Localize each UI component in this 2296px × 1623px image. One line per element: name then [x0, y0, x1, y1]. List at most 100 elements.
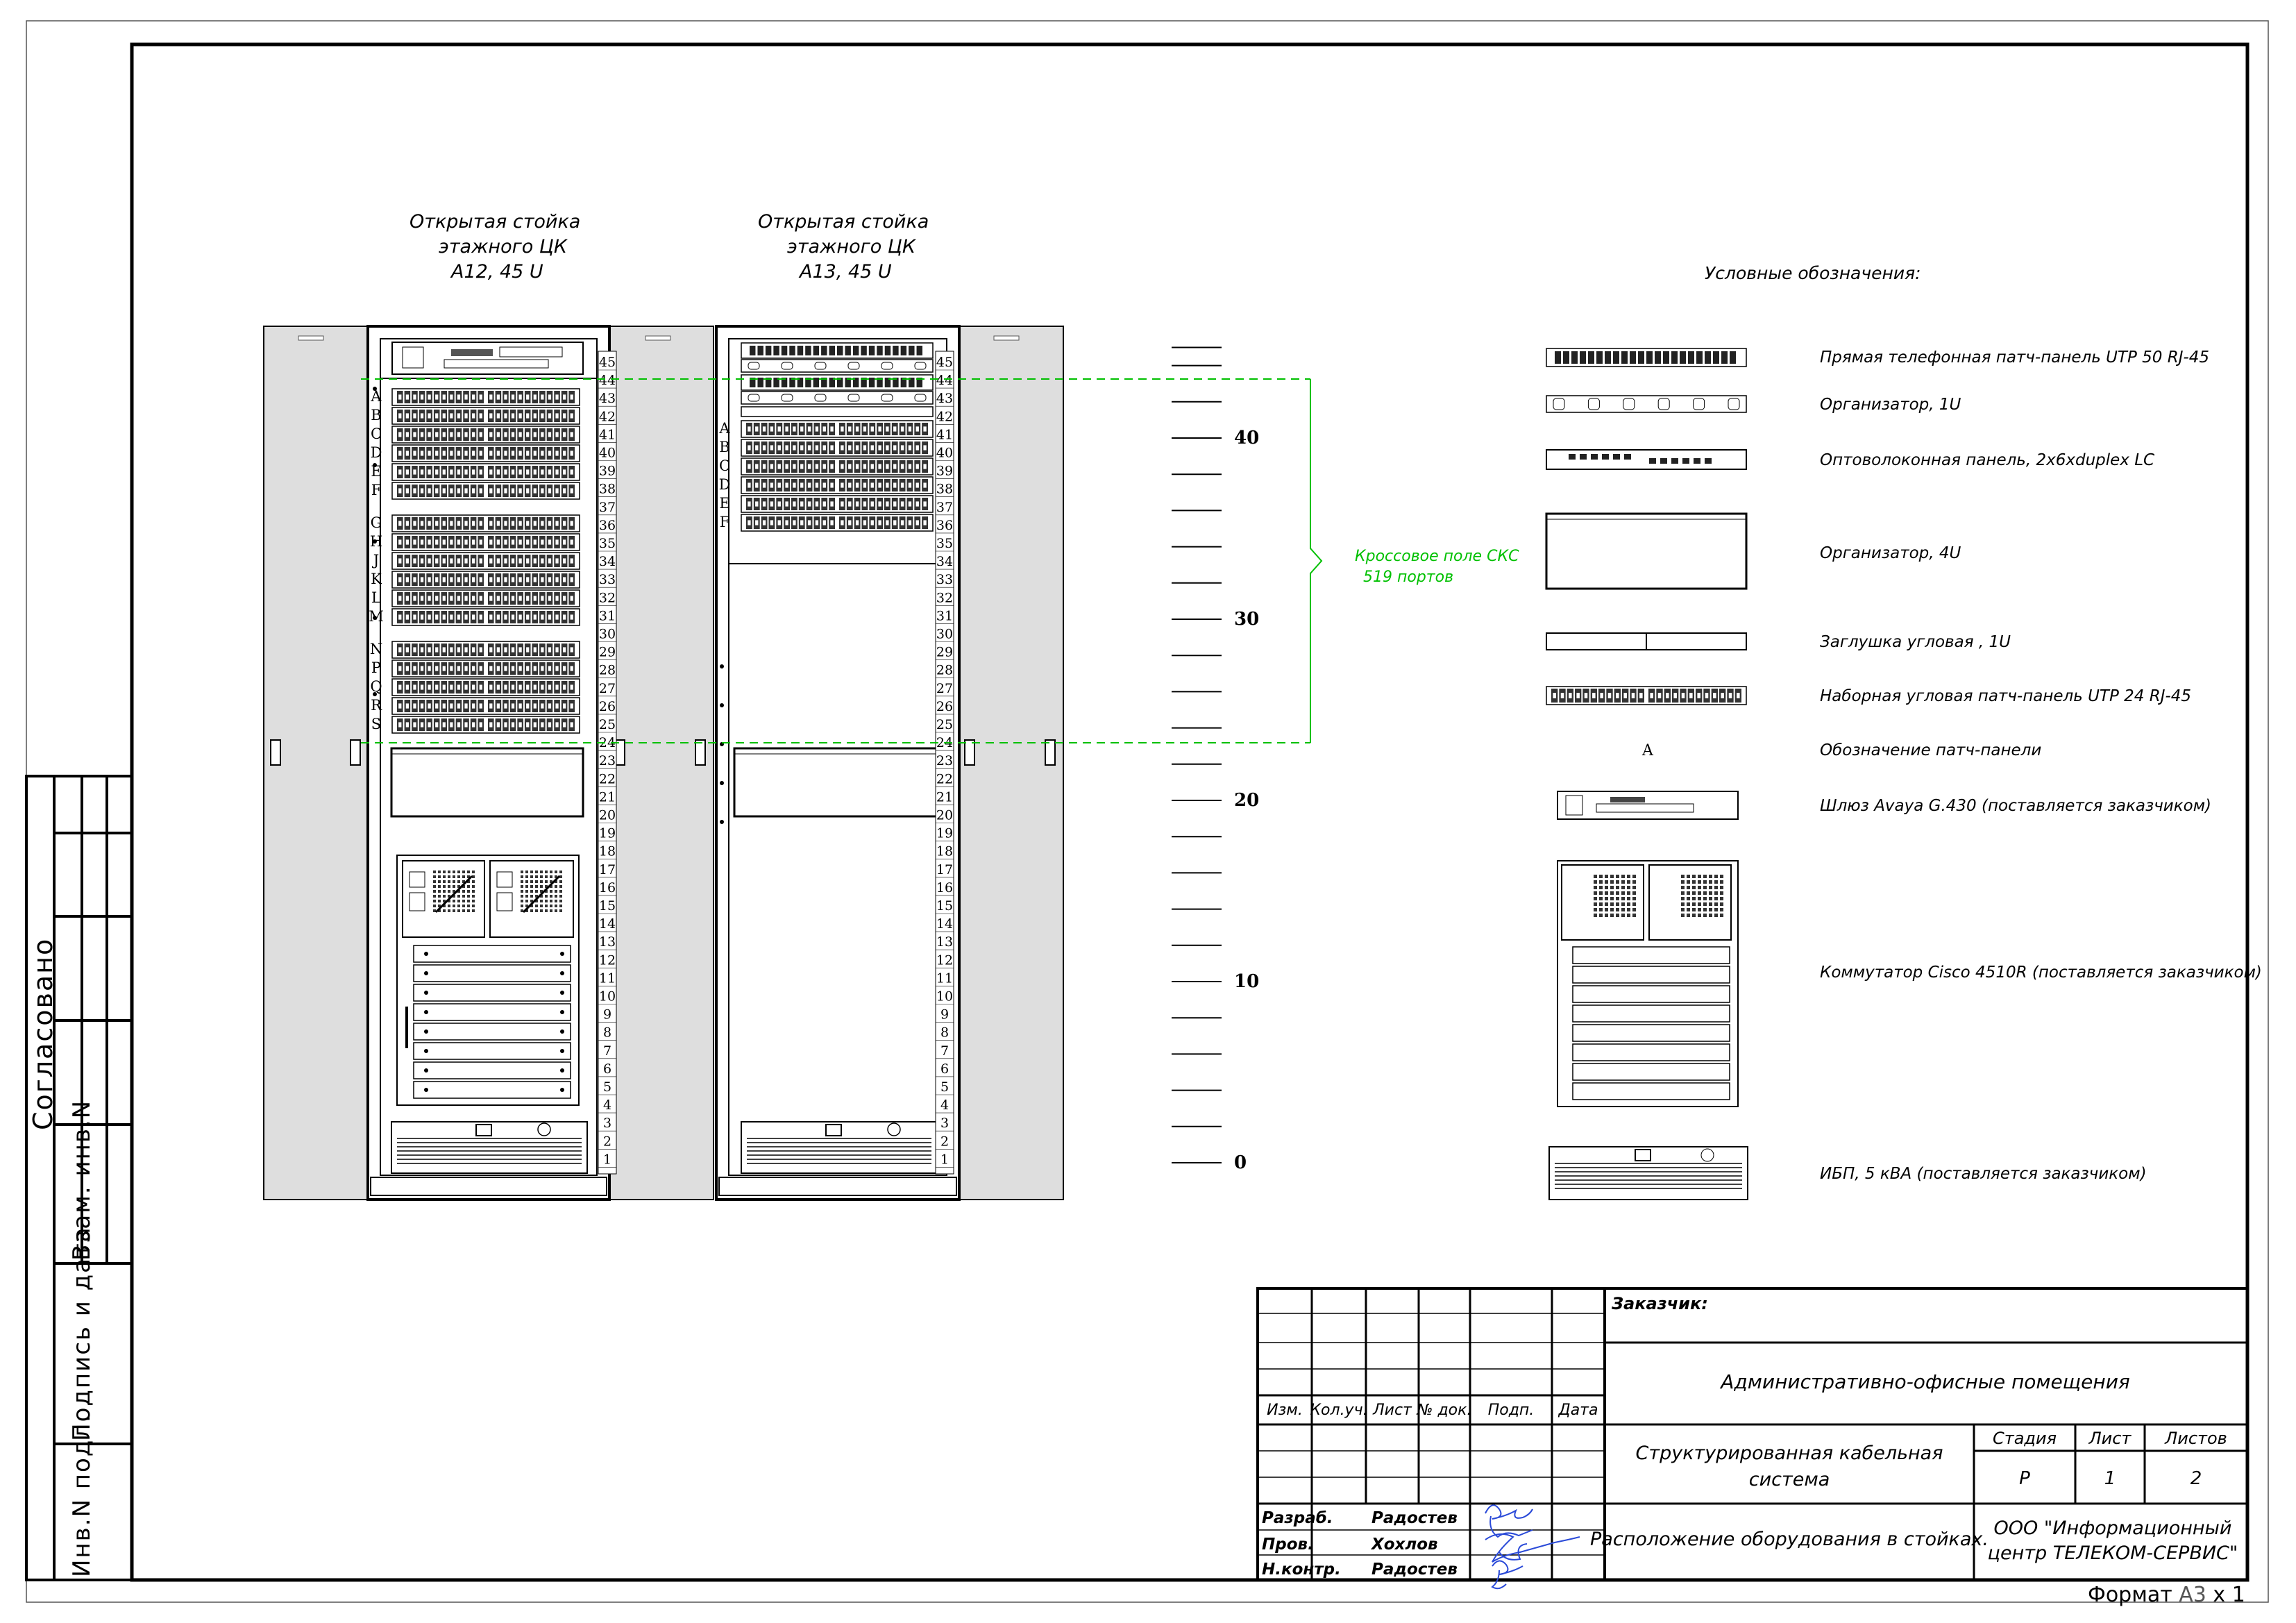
fan-grille-dot	[525, 871, 528, 873]
rj45-port-slot	[777, 426, 781, 432]
rj45-port-slot	[526, 596, 530, 601]
rj45-port-slot	[405, 488, 409, 494]
rj45-port-slot	[442, 432, 446, 437]
rj45-port-slot	[518, 684, 522, 690]
rj45-port-slot	[398, 647, 402, 653]
rj45-port-slot	[748, 520, 751, 525]
rj45-port-slot	[464, 703, 468, 709]
rj45-port-slot	[398, 413, 402, 419]
rj45-port-slot	[479, 577, 482, 582]
rj45-port-slot	[555, 614, 559, 620]
rj45-port-slot	[457, 684, 461, 690]
legend-fan-dot	[1692, 914, 1696, 917]
rj45-port-slot	[405, 684, 409, 690]
tel-port	[1688, 351, 1694, 364]
legend-fan-dot	[1621, 908, 1625, 911]
rj45-port-slot	[518, 539, 522, 545]
rj45-port-slot	[428, 394, 431, 400]
rj45-port-slot	[511, 666, 515, 671]
rj45-port-slot	[533, 469, 537, 475]
fan-grille-dot	[530, 890, 533, 893]
tel-port	[797, 378, 804, 387]
rj45-port-slot	[420, 558, 424, 564]
rj45-port-slot	[435, 539, 439, 545]
rj45-port-slot	[428, 577, 431, 582]
rj45-port-slot	[548, 413, 552, 419]
fan-grille-dot	[530, 871, 533, 873]
rj45-port-slot	[450, 647, 453, 653]
rj45-port-slot	[398, 432, 402, 437]
rj45-port-slot	[428, 703, 431, 709]
rj45-port-slot	[504, 577, 507, 582]
fan-grille-dot	[443, 890, 446, 893]
rj45-port-slot	[541, 558, 544, 564]
legend-fan-dot	[1610, 897, 1614, 900]
cross-field-bracket	[361, 378, 1323, 743]
rj45-port-slot	[413, 722, 416, 728]
u-number: 41	[936, 427, 953, 442]
legend-fan-dot	[1692, 908, 1696, 911]
organizer-ring	[781, 362, 793, 370]
rj45-port-slot	[435, 521, 439, 526]
legend-fan-dot	[1720, 914, 1723, 917]
fan-grille-dot	[555, 895, 557, 898]
u-number: 30	[936, 627, 953, 642]
fan-grille-dot	[540, 909, 543, 912]
rj45-port-slot	[479, 666, 482, 671]
row-label: D	[719, 476, 731, 493]
rj45-port-slot	[442, 469, 446, 475]
rj45-port-slot	[555, 394, 559, 400]
rj45-port-slot	[420, 684, 424, 690]
rj45-port-slot	[457, 577, 461, 582]
u-number-rail	[598, 351, 617, 1175]
rj45-port-slot	[420, 432, 424, 437]
fan-grille-dot	[448, 895, 450, 898]
fan-grille-dot	[555, 890, 557, 893]
row-label: D	[371, 444, 382, 461]
rj45-port-slot	[830, 445, 834, 451]
legend-label: Заглушка угловая , 1U	[1820, 633, 2011, 651]
u-number: 10	[599, 989, 616, 1004]
card-screw	[560, 1088, 564, 1092]
rj45-port-slot	[762, 464, 766, 469]
u-number: 2	[603, 1134, 611, 1149]
tel-port	[757, 346, 763, 355]
rj45-port-slot	[413, 451, 416, 456]
legend-fan-dot	[1632, 914, 1636, 917]
header-sign: Подп.	[1488, 1402, 1535, 1419]
legend-fan-dot	[1605, 897, 1608, 900]
tel-port	[1705, 351, 1711, 364]
u-number: 1	[603, 1152, 611, 1167]
rj45-port-slot	[748, 501, 751, 507]
rj45-port-slot	[420, 703, 424, 709]
lc-port	[1660, 458, 1667, 464]
organizer-ring	[814, 362, 827, 370]
fan-grille-dot	[467, 871, 470, 873]
legend-psu	[1648, 864, 1732, 941]
fan-grille-dot	[438, 900, 441, 902]
rj45-port-slot	[479, 432, 482, 437]
mount-dot	[720, 820, 724, 824]
u-number: 5	[940, 1079, 949, 1095]
ups-5kva-a13	[741, 1121, 938, 1174]
rj45-port-slot	[464, 539, 468, 545]
legend-fan-dot	[1605, 891, 1608, 895]
rj45-port-slot	[504, 488, 507, 494]
u-number: 33	[936, 572, 953, 587]
fan-grille-dot	[521, 900, 523, 902]
rj45-port-slot	[563, 539, 566, 545]
rj45-port-slot	[442, 684, 446, 690]
rj45-port-slot	[870, 445, 874, 451]
fan-grille-dot	[525, 875, 528, 878]
card-screw	[424, 991, 428, 995]
rj45-port-slot	[815, 520, 819, 525]
u-number: 6	[603, 1061, 611, 1077]
u-number: 7	[940, 1043, 949, 1059]
u-number: 30	[599, 627, 616, 642]
rj45-port-slot	[841, 426, 844, 432]
rj45-port-slot	[489, 596, 493, 601]
tel-port	[868, 378, 875, 387]
u-number: 43	[936, 391, 953, 406]
